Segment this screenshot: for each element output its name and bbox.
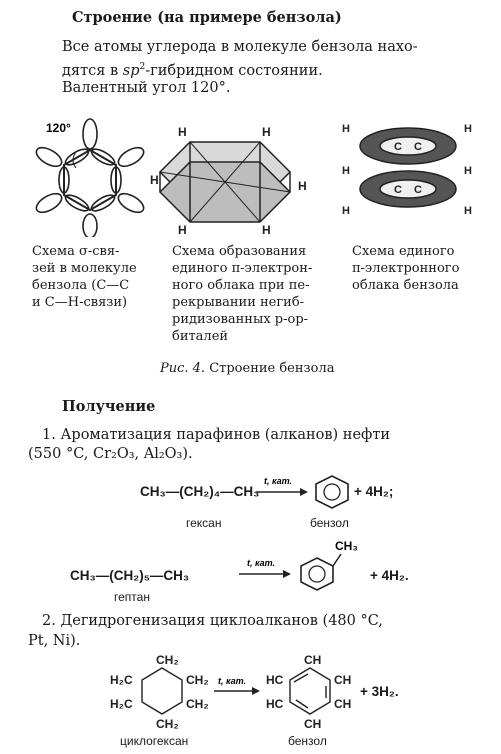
caption-sigma: Схема σ-свя- зей в молекуле бензола (C—C… (32, 244, 137, 310)
section-title-production: Получение (62, 398, 156, 415)
svg-text:C: C (414, 141, 422, 153)
sigma-bond-scheme: 120° (35, 118, 145, 237)
svg-text:HC: HC (266, 697, 284, 711)
svg-text:H: H (178, 125, 187, 139)
paragraph-line: дятся в sp2-гибридном состоянии. (62, 62, 323, 79)
svg-text:CH: CH (334, 673, 351, 687)
svg-text:t, кат.: t, кат. (247, 558, 275, 568)
svg-text:H: H (342, 123, 350, 135)
svg-text:CH₂: CH₂ (186, 697, 209, 711)
product-suffix: + 3H₂. (360, 684, 399, 699)
svg-text:CH₂: CH₂ (156, 717, 179, 731)
svg-text:H: H (342, 165, 350, 177)
svg-text:t, кат.: t, кат. (218, 676, 246, 686)
product-suffix: + 4H₂. (370, 568, 409, 583)
product-name: бензол (310, 516, 349, 530)
svg-text:H: H (342, 205, 350, 217)
reactant-name: гексан (186, 516, 222, 530)
svg-text:CH: CH (304, 653, 321, 667)
caption-pi-cloud: Схема единого π-электронного облака бенз… (352, 244, 460, 293)
svg-text:HC: HC (266, 673, 284, 687)
svg-text:C: C (394, 184, 402, 196)
product-suffix: + 4H₂; (354, 484, 394, 499)
angle-label: 120° (46, 121, 71, 135)
paragraph-line: 1. Ароматизация парафинов (алканов) нефт… (42, 427, 391, 443)
svg-text:CH: CH (304, 717, 321, 731)
svg-text:H: H (178, 223, 187, 237)
cyclohexane-dehydrogenation: CH₂ H₂C CH₂ H₂C CH₂ CH₂ CH HC CH HC CH C… (110, 653, 351, 731)
reactant-formula: CH₃—(CH₂)₄—CH₃ (140, 484, 260, 499)
paragraph-line: Все атомы углерода в молекуле бензола на… (62, 39, 418, 55)
pi-orbital-overlap-scheme: H H H H H H (150, 125, 307, 237)
paragraph-line: Pt, Ni). (28, 633, 81, 649)
paragraph-line: (550 °C, Cr₂O₃, Al₂O₃). (28, 446, 193, 462)
svg-text:H: H (298, 179, 307, 193)
section-title-structure: Строение (на примере бензола) (72, 9, 342, 26)
svg-text:H: H (150, 173, 159, 187)
svg-text:CH₂: CH₂ (156, 653, 179, 667)
svg-text:CH₃: CH₃ (335, 539, 358, 553)
svg-text:H: H (262, 223, 271, 237)
reactant-name: гептан (114, 590, 150, 604)
pi-electron-cloud-scheme: C C C C H H H H H H (342, 123, 472, 217)
svg-text:H: H (464, 205, 472, 217)
product-name: бензол (288, 734, 327, 748)
reaction-arrow-benzene: t, кат. (256, 475, 349, 509)
svg-text:C: C (394, 141, 402, 153)
paragraph-line: 2. Дегидрогенизация циклоалканов (480 °C… (42, 613, 383, 629)
svg-text:H: H (464, 165, 472, 177)
paragraph-line: Валентный угол 120°. (62, 80, 231, 96)
svg-text:CH: CH (334, 697, 351, 711)
caption-pi-formation: Схема образования единого π-электрон- но… (172, 244, 313, 344)
svg-text:C: C (414, 184, 422, 196)
reaction-arrow-toluene: t, кат. CH₃ (239, 539, 358, 591)
svg-text:H₂C: H₂C (110, 697, 133, 711)
svg-text:H: H (262, 125, 271, 139)
reactant-name: циклогексан (120, 734, 189, 748)
svg-text:CH₂: CH₂ (186, 673, 209, 687)
figure-caption: Рис. 4. Строение бензола (160, 361, 335, 376)
svg-text:t, кат.: t, кат. (264, 476, 292, 486)
svg-text:H₂C: H₂C (110, 673, 133, 687)
svg-text:H: H (464, 123, 472, 135)
reactant-formula: CH₃—(CH₂)₅—CH₃ (70, 568, 190, 583)
